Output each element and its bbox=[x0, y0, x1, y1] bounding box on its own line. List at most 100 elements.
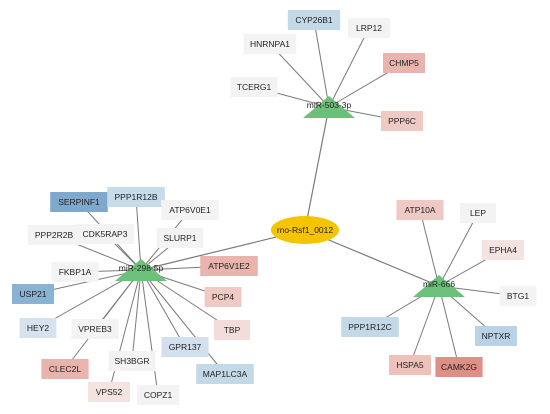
gene-box bbox=[50, 192, 108, 212]
mirna-node-0[interactable]: miR-503-3p bbox=[303, 96, 355, 118]
gene-node-clec2l[interactable]: CLEC2L bbox=[41, 359, 89, 379]
gene-box bbox=[381, 111, 423, 131]
gene-label: SERPINF1 bbox=[58, 197, 100, 207]
gene-box bbox=[383, 53, 425, 73]
edge-lrp12 bbox=[328, 27, 370, 108]
edge-vps52 bbox=[108, 269, 142, 393]
gene-node-hspa5[interactable]: HSPA5 bbox=[389, 355, 431, 375]
edge-sh3bgr bbox=[131, 269, 142, 362]
mirna-triangle bbox=[303, 96, 355, 118]
gene-node-lrp12[interactable]: LRP12 bbox=[348, 18, 390, 38]
gene-node-tbp[interactable]: TBP bbox=[214, 320, 250, 340]
edge-copz1 bbox=[140, 269, 159, 396]
gene-label: LEP bbox=[470, 208, 486, 218]
circrna-hub-node[interactable]: rno-Rsf1_0012 bbox=[271, 216, 339, 244]
hub-label: rno-Rsf1_0012 bbox=[277, 225, 334, 235]
gene-box bbox=[71, 319, 119, 339]
gene-node-ppp1r12b[interactable]: PPP1R12B bbox=[107, 187, 165, 207]
gene-box bbox=[475, 326, 517, 346]
gene-node-ppp2r2b[interactable]: PPP2R2B bbox=[27, 225, 81, 245]
gene-box bbox=[19, 318, 57, 338]
gene-node-sh3bgr[interactable]: SH3BGR bbox=[108, 351, 156, 371]
edge-camk2g bbox=[438, 285, 460, 368]
gene-node-copz1[interactable]: COPZ1 bbox=[137, 385, 179, 405]
gene-node-gpr137[interactable]: GPR137 bbox=[161, 337, 209, 357]
gene-label: ATP6V0E1 bbox=[169, 205, 211, 215]
gene-node-fkbp1a[interactable]: FKBP1A bbox=[51, 262, 99, 282]
edge-hub-mirna-0 bbox=[304, 106, 330, 231]
gene-box bbox=[161, 200, 219, 220]
edge-map1lc3a bbox=[140, 269, 226, 375]
gene-box bbox=[482, 240, 524, 260]
gene-box bbox=[460, 203, 496, 223]
gene-box bbox=[76, 224, 134, 244]
gene-box bbox=[499, 286, 537, 306]
gene-label: NPTXR bbox=[482, 331, 511, 341]
gene-label: TCERG1 bbox=[237, 82, 272, 92]
gene-node-usp21[interactable]: USP21 bbox=[12, 284, 54, 304]
gene-box bbox=[108, 351, 156, 371]
gene-box bbox=[396, 200, 444, 220]
gene-node-serpinf1[interactable]: SERPINF1 bbox=[50, 192, 108, 212]
gene-box bbox=[88, 382, 130, 402]
gene-box bbox=[41, 359, 89, 379]
gene-node-ppp1r12c[interactable]: PPP1R12C bbox=[341, 317, 399, 337]
edge-hspa5 bbox=[409, 285, 440, 366]
mirna-node-2[interactable]: miR-666 bbox=[413, 275, 465, 297]
gene-label: PPP6C bbox=[388, 116, 416, 126]
gene-node-hey2[interactable]: HEY2 bbox=[19, 318, 57, 338]
edge-ppp1r12b bbox=[135, 196, 142, 271]
gene-node-cdk5rap3[interactable]: CDK5RAP3 bbox=[76, 224, 134, 244]
gene-node-vpreb3[interactable]: VPREB3 bbox=[71, 319, 119, 339]
gene-node-hnrnpa1[interactable]: HNRNPA1 bbox=[243, 34, 297, 54]
gene-label: PCP4 bbox=[212, 292, 234, 302]
mirna-triangle bbox=[115, 259, 167, 281]
edge-gpr137 bbox=[140, 269, 186, 348]
gene-box bbox=[435, 357, 483, 377]
gene-node-cyp26b1[interactable]: CYP26B1 bbox=[287, 10, 341, 30]
gene-label: CAMK2G bbox=[441, 362, 477, 372]
edge-lep bbox=[438, 212, 479, 287]
gene-node-camk2g[interactable]: CAMK2G bbox=[435, 357, 483, 377]
gene-node-atp10a[interactable]: ATP10A bbox=[396, 200, 444, 220]
gene-label: USP21 bbox=[20, 289, 47, 299]
gene-node-atp6v1e2[interactable]: ATP6V1E2 bbox=[200, 256, 258, 276]
mirna-node-1[interactable]: miR-298-5p bbox=[115, 259, 167, 281]
gene-node-tcerg1[interactable]: TCERG1 bbox=[230, 77, 278, 97]
gene-box bbox=[137, 385, 179, 405]
gene-label: GPR137 bbox=[169, 342, 202, 352]
gene-box bbox=[287, 10, 341, 30]
gene-node-map1lc3a[interactable]: MAP1LC3A bbox=[196, 364, 254, 384]
mirna-label: miR-298-5p bbox=[119, 263, 164, 273]
gene-box bbox=[51, 262, 99, 282]
gene-node-epha4[interactable]: EPHA4 bbox=[482, 240, 524, 260]
gene-box bbox=[214, 320, 250, 340]
gene-node-nptxr[interactable]: NPTXR bbox=[475, 326, 517, 346]
gene-box bbox=[243, 34, 297, 54]
gene-label: PPP1R12C bbox=[348, 322, 391, 332]
mirna-label: miR-503-3p bbox=[307, 100, 352, 110]
gene-node-pcp4[interactable]: PCP4 bbox=[204, 287, 242, 307]
gene-label: PPP2R2B bbox=[35, 230, 74, 240]
gene-node-lep[interactable]: LEP bbox=[460, 203, 496, 223]
gene-node-chmp5[interactable]: CHMP5 bbox=[383, 53, 425, 73]
gene-box bbox=[156, 228, 204, 248]
gene-node-atp6v0e1[interactable]: ATP6V0E1 bbox=[161, 200, 219, 220]
gene-label: COPZ1 bbox=[144, 390, 173, 400]
mirna-triangle bbox=[413, 275, 465, 297]
gene-box bbox=[196, 364, 254, 384]
gene-label: CHMP5 bbox=[389, 58, 419, 68]
gene-node-vps52[interactable]: VPS52 bbox=[88, 382, 130, 402]
gene-node-ppp6c[interactable]: PPP6C bbox=[381, 111, 423, 131]
gene-label: BTG1 bbox=[507, 291, 529, 301]
gene-box bbox=[389, 355, 431, 375]
gene-node-slurp1[interactable]: SLURP1 bbox=[156, 228, 204, 248]
mirna-label: miR-666 bbox=[423, 279, 455, 289]
gene-node-btg1[interactable]: BTG1 bbox=[499, 286, 537, 306]
gene-box bbox=[107, 187, 165, 207]
gene-box bbox=[230, 77, 278, 97]
gene-label: VPREB3 bbox=[78, 324, 112, 334]
